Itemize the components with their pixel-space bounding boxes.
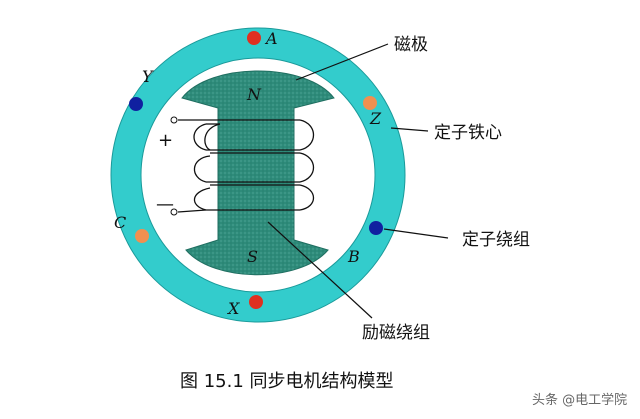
leader-excitation-winding (267, 221, 373, 319)
stator-inner-edge (140, 57, 376, 293)
excitation-winding (177, 119, 315, 213)
terminal-minus-point (170, 208, 178, 216)
phase-label-x: X (226, 299, 240, 318)
phase-label-b: B (347, 247, 360, 266)
leader-stator-winding (383, 228, 449, 239)
conductor-y (129, 97, 143, 111)
conductor-c (135, 229, 149, 243)
phase-label-z: Z (369, 109, 382, 128)
terminal-minus-label: — (156, 194, 174, 215)
callout-stator-core: 定子铁心 (434, 123, 502, 143)
leader-stator-core (390, 127, 429, 132)
leader-magnetic-pole (295, 43, 389, 81)
stator-outer-edge (110, 27, 406, 323)
terminal-plus-label: + (158, 130, 173, 151)
phase-label-a: A (264, 29, 278, 48)
callout-stator-winding: 定子绕组 (462, 230, 530, 250)
rotor-core (181, 70, 335, 276)
conductor-z (363, 96, 377, 110)
south-pole-label: S (247, 247, 258, 266)
figure-caption: 图 15.1 同步电机结构模型 (180, 371, 394, 392)
phase-label-c: C (114, 213, 126, 232)
terminal-plus-point (170, 116, 178, 124)
callout-magnetic-pole: 磁极 (394, 35, 428, 55)
conductor-b (369, 221, 383, 235)
north-pole-label: N (246, 85, 262, 104)
callout-excitation-winding: 励磁绕组 (362, 323, 430, 343)
watermark-text: 头条 @电工学院 (532, 392, 627, 408)
conductor-x (249, 295, 263, 309)
phase-label-y: Y (142, 67, 154, 86)
conductor-a (247, 31, 261, 45)
